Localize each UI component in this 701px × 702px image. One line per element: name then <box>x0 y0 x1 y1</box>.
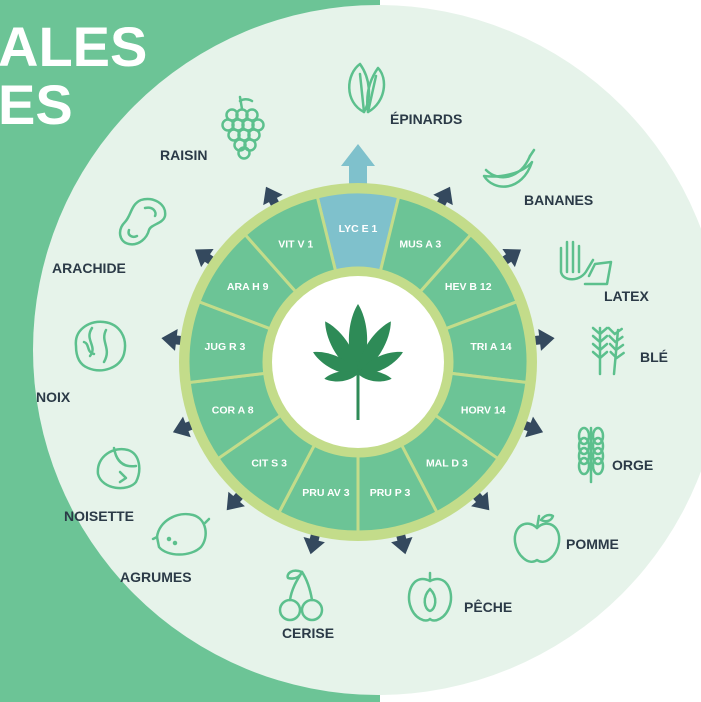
food-label: ARACHIDE <box>52 260 126 276</box>
segment-label: TRI A 14 <box>470 341 511 353</box>
segment-label: PRU AV 3 <box>302 487 349 499</box>
food-label: BANANES <box>524 192 593 208</box>
leaflet <box>313 351 358 375</box>
cherry-icon <box>278 569 324 622</box>
arrow <box>532 329 555 351</box>
food-label: PÊCHE <box>464 598 512 615</box>
segment-label: VIT V 1 <box>278 238 313 250</box>
food-label: LATEX <box>604 288 650 304</box>
segment-label: JUG R 3 <box>205 341 246 353</box>
leaflet <box>358 351 403 375</box>
barley-icon <box>577 426 605 484</box>
segment-label: ARA H 9 <box>227 281 269 293</box>
segment-label: HORV 14 <box>461 405 506 417</box>
food-label: POMME <box>566 536 619 552</box>
apple-icon <box>513 513 561 563</box>
cannabis-leaf-icon <box>313 304 403 420</box>
title-line-2: ES <box>0 73 73 136</box>
food-label: NOIX <box>36 389 71 405</box>
segment-label: COR A 8 <box>212 405 254 417</box>
glove-icon <box>559 240 613 286</box>
leaflet <box>325 321 358 374</box>
segment-label: HEV B 12 <box>445 281 492 293</box>
leaflet <box>324 371 358 382</box>
food-label: ÉPINARDS <box>390 111 462 127</box>
food-label: BLÉ <box>640 349 668 365</box>
wheat-icon <box>591 326 625 376</box>
food-label: CERISE <box>282 625 334 641</box>
spinach-icon <box>348 62 386 114</box>
arrow <box>391 531 413 555</box>
arrow <box>341 144 375 186</box>
walnut-icon <box>74 320 127 372</box>
segment-label: MUS A 3 <box>399 238 441 250</box>
segment-label: MAL D 3 <box>426 457 468 469</box>
food-label: NOISETTE <box>64 508 134 524</box>
segments-group: LYC E 1 MUS A 3 HEV B 12 TRI A 14 HORV 14 MAL… <box>186 190 530 534</box>
leaflet <box>358 371 392 382</box>
banana-icon <box>482 148 536 188</box>
arrow <box>303 531 325 555</box>
peach-icon <box>407 571 453 622</box>
segment-label: PRU P 3 <box>370 487 411 499</box>
arrow <box>161 329 184 351</box>
citrus-icon <box>151 512 211 556</box>
segment-label: LYC E 1 <box>339 223 378 235</box>
food-label: RAISIN <box>160 147 207 163</box>
food-label: AGRUMES <box>120 569 192 585</box>
peanut-icon <box>118 197 167 246</box>
grape-icon <box>221 95 265 160</box>
food-label: ORGE <box>612 457 653 473</box>
hazelnut-icon <box>96 446 141 490</box>
title-line-1: ALES <box>0 15 147 78</box>
leaflet <box>358 321 391 374</box>
foods-group: ÉPINARDS BANANES LATEX BLÉ ORGE POMME PÊCHE CER… <box>36 62 668 641</box>
segment-label: CIT S 3 <box>251 457 287 469</box>
